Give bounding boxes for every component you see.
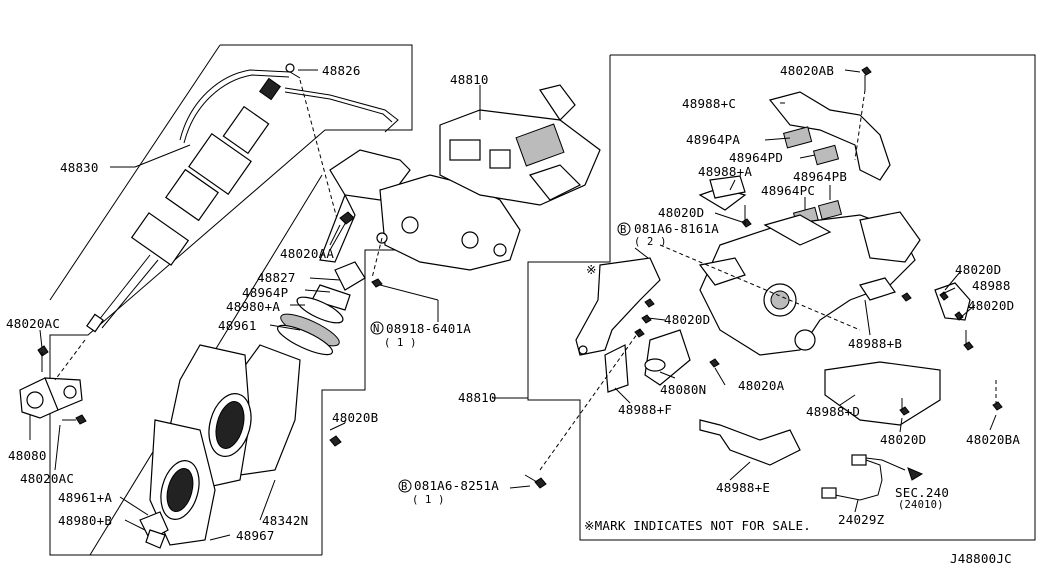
label-48020A: 48020A	[738, 378, 785, 393]
label-48826: 48826	[322, 63, 361, 78]
steering-column-upper	[319, 84, 601, 279]
label-48810-top: 48810	[450, 72, 489, 87]
label-48020AB: 48020AB	[780, 63, 834, 78]
label-48020AC-bottom: 48020AC	[20, 471, 74, 486]
label-48080: 48080	[8, 448, 47, 463]
label-sec240-sub: (24010)	[898, 499, 944, 511]
frame-right	[527, 54, 1036, 541]
label-48020D-4: 48020D	[968, 298, 1014, 313]
symbol-B-bottom: B	[401, 481, 408, 493]
part-labels: 48826 48830 48810 48020AA 48827 48964P 4…	[6, 63, 1020, 566]
label-48964PD: 48964PD	[729, 150, 783, 165]
label-48980A: 48980+A	[226, 299, 280, 314]
label-48988F: 48988+F	[618, 402, 672, 417]
label-48020D-2: 48020D	[664, 312, 710, 327]
upper-shaft-assembly	[86, 63, 399, 333]
label-48020B: 48020B	[332, 410, 378, 425]
symbol-N: N	[373, 323, 380, 335]
label-sec240: SEC.240	[895, 485, 949, 500]
label-48961A: 48961+A	[58, 490, 112, 505]
label-48020D-5: 48020D	[880, 432, 926, 447]
label-48988E: 48988+E	[716, 480, 770, 495]
symbol-B-circle-bottom	[398, 479, 412, 493]
label-48020AA: 48020AA	[280, 246, 334, 261]
label-48020D-3: 48020D	[955, 262, 1001, 277]
label-48020BA: 48020BA	[966, 432, 1020, 447]
label-48827: 48827	[257, 270, 296, 285]
label-48830: 48830	[60, 160, 99, 175]
label-48980B: 48980+B	[58, 513, 112, 528]
boot-and-seals	[139, 261, 383, 549]
label-48988D: 48988+D	[806, 404, 860, 419]
label-081A6-8161A-qty: ( 2 )	[634, 236, 667, 248]
symbol-N-circle	[370, 321, 384, 335]
not-for-sale-note: ※MARK INDICATES NOT FOR SALE.	[584, 518, 811, 533]
label-081A6-8251A-qty: ( 1 )	[412, 494, 445, 506]
label-48020AC-top: 48020AC	[6, 316, 60, 331]
label-48988B: 48988+B	[848, 336, 902, 351]
diagram-code: J48800JC	[950, 551, 1012, 566]
not-for-sale-mark: ※	[586, 262, 597, 277]
label-48964PA: 48964PA	[686, 132, 740, 147]
label-48988C: 48988+C	[682, 96, 736, 111]
label-48964P: 48964P	[242, 285, 288, 300]
label-24029Z: 24029Z	[838, 512, 885, 527]
label-48964PC: 48964PC	[761, 183, 815, 198]
label-081A6-8251A: 081A6-8251A	[414, 478, 499, 493]
label-48342N: 48342N	[262, 513, 308, 528]
frame-lower-left	[321, 249, 420, 555]
label-081A6-8161A: 081A6-8161A	[634, 221, 719, 236]
steering-column-lower	[524, 66, 1003, 489]
label-48967: 48967	[236, 528, 275, 543]
label-08918-6401A: 08918-6401A	[386, 321, 471, 336]
label-08918-qty: ( 1 )	[384, 337, 417, 349]
symbol-B-top: B	[620, 224, 627, 236]
harness-24029Z	[821, 454, 924, 501]
label-48961: 48961	[218, 318, 257, 333]
label-48988: 48988	[972, 278, 1011, 293]
label-48810-mid: 48810	[458, 390, 497, 405]
symbol-B-circle-top	[617, 222, 631, 236]
frame-upper-left-inner	[49, 44, 221, 301]
frame-left	[49, 44, 413, 556]
label-48020D-1: 48020D	[658, 205, 704, 220]
intermediate-joint-48080	[19, 339, 87, 425]
label-48988A: 48988+A	[698, 164, 752, 179]
leader-lines	[29, 69, 997, 541]
circled-symbols: N B B	[370, 222, 631, 493]
label-48964PB: 48964PB	[793, 169, 847, 184]
label-48080N: 48080N	[660, 382, 706, 397]
